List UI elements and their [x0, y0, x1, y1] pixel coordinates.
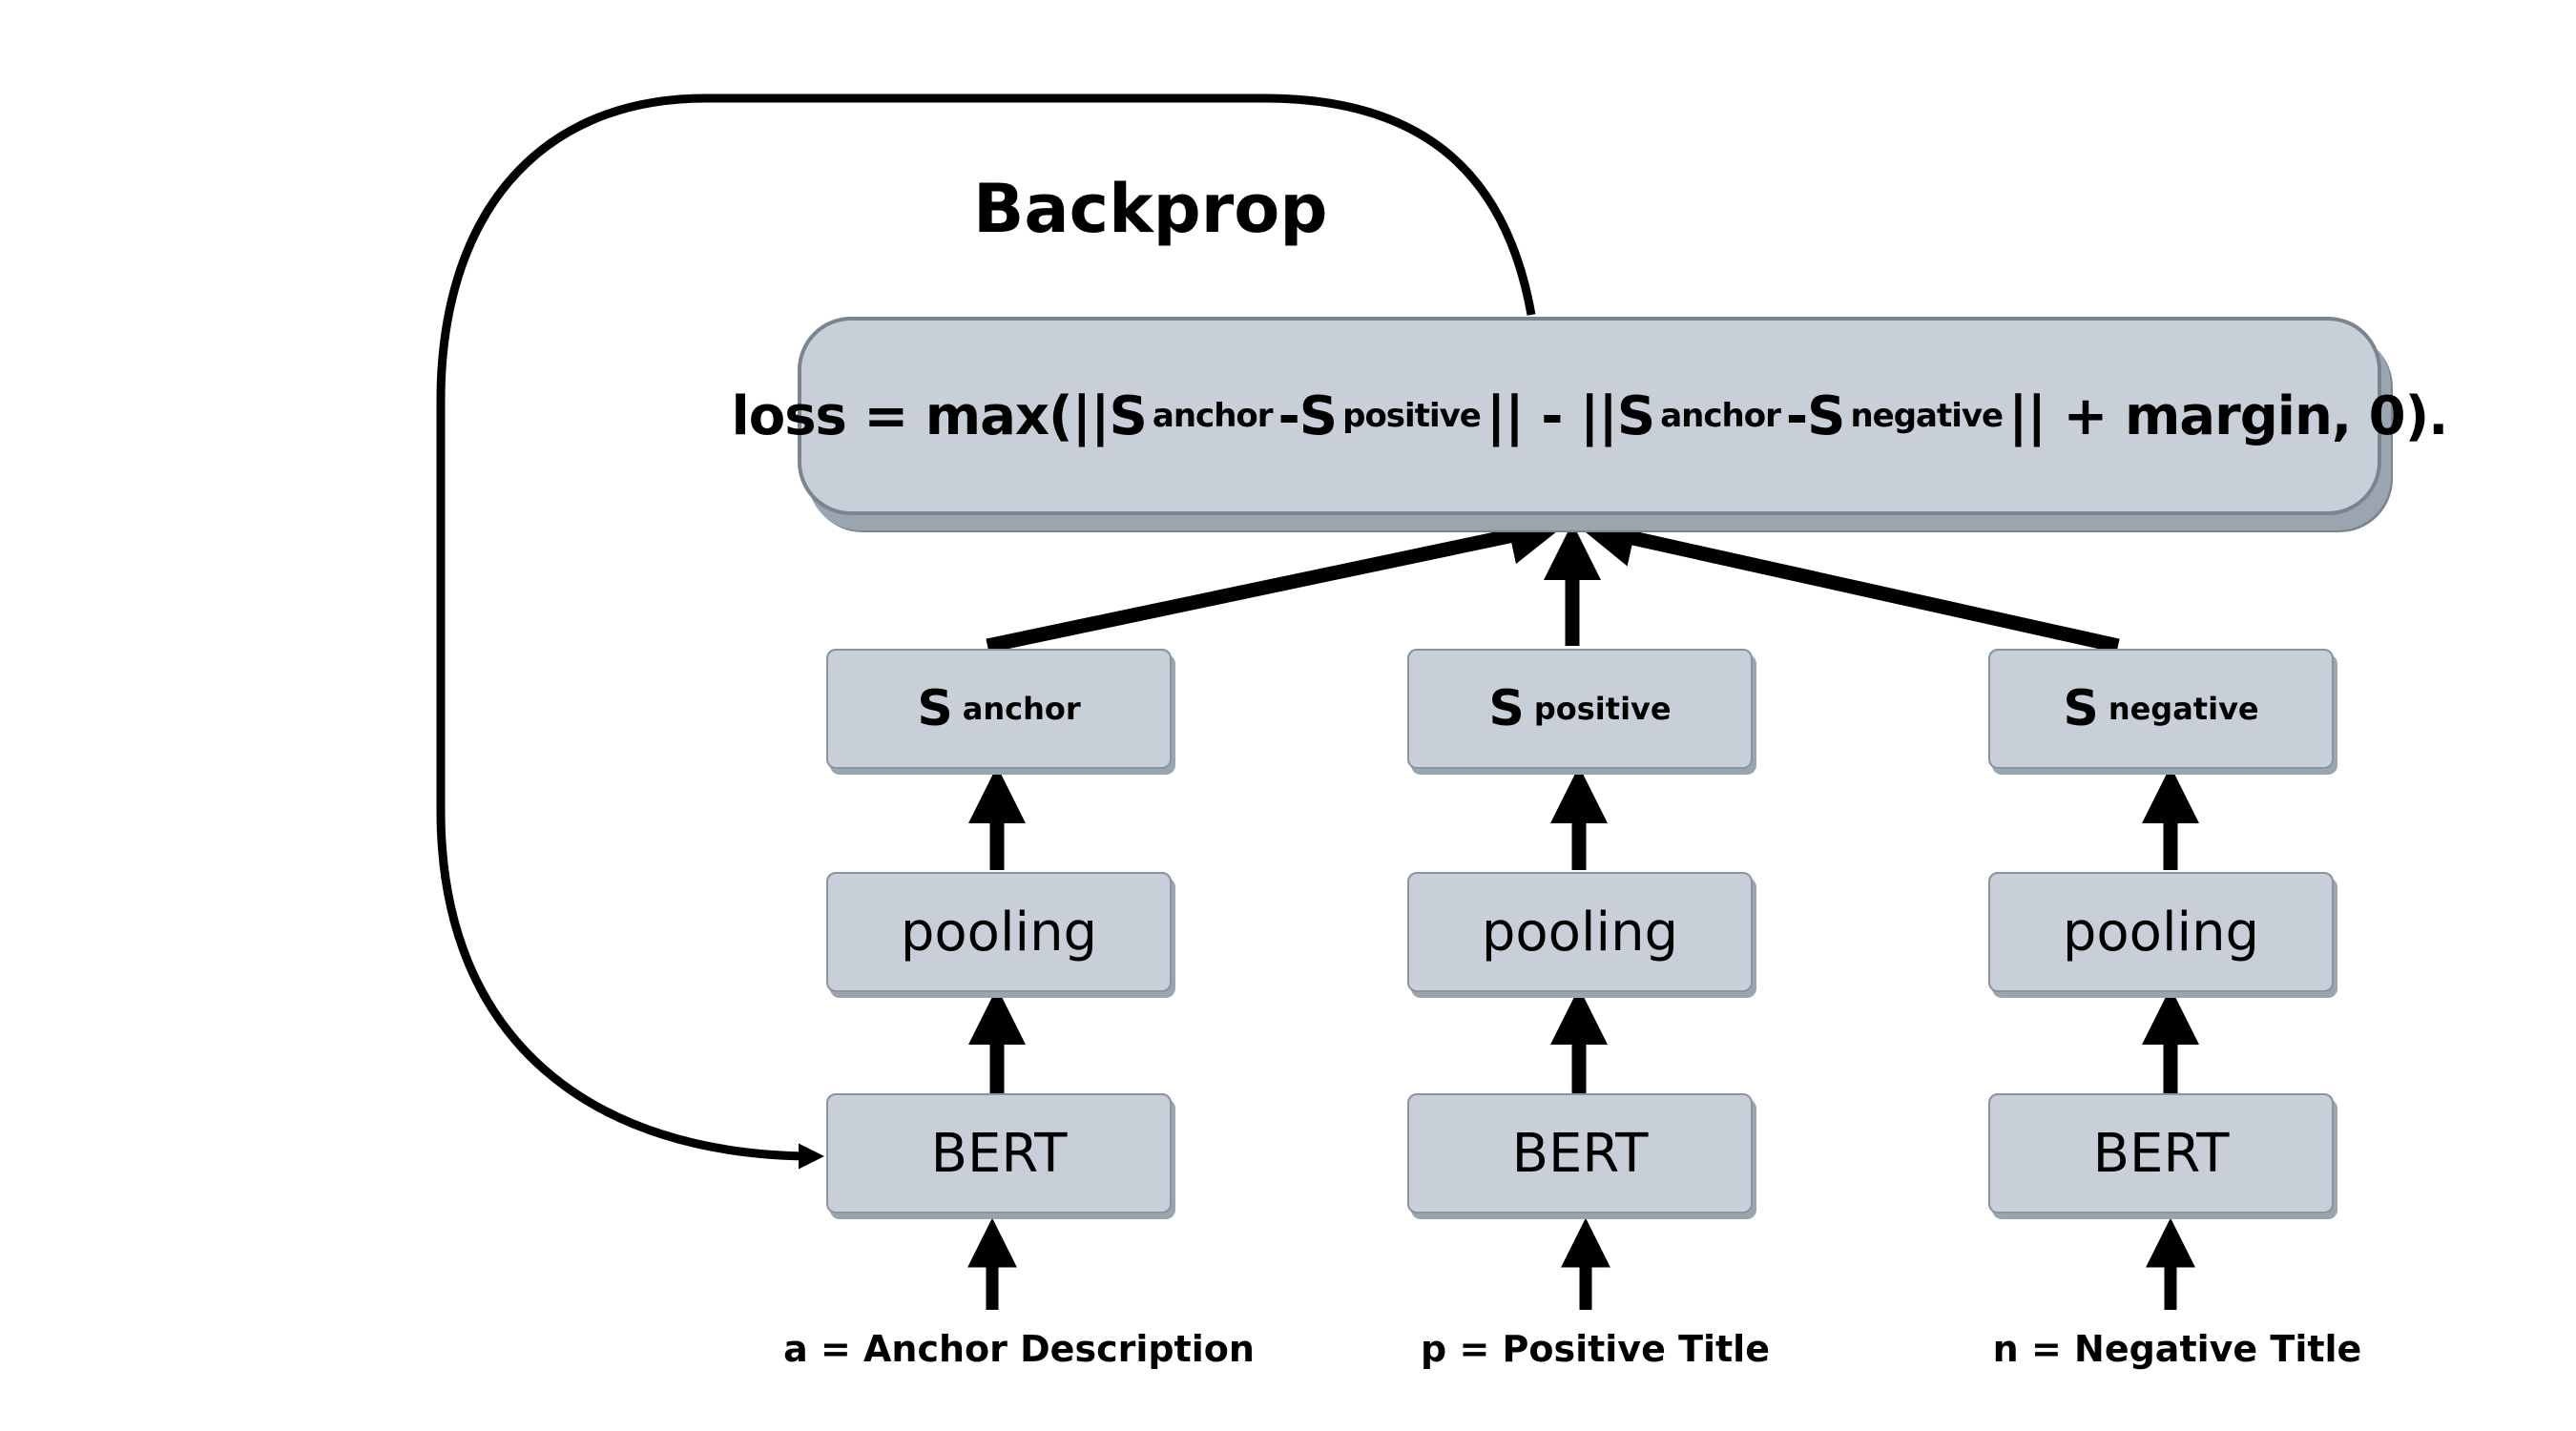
backprop-loop-arrow — [436, 93, 1536, 1170]
pooling-label: pooling — [900, 901, 1098, 964]
formula-part: || - ||S — [1485, 384, 1655, 447]
bert-label: BERT — [1511, 1122, 1649, 1185]
formula-sub: negative — [1850, 397, 2004, 435]
s-sub: negative — [2108, 691, 2259, 727]
s-sub: anchor — [962, 691, 1081, 727]
bert-label: BERT — [2092, 1122, 2230, 1185]
s-main: S — [2063, 680, 2099, 737]
formula-sub: anchor — [1660, 397, 1781, 435]
s-sub: positive — [1533, 691, 1672, 727]
formula-suffix: || + margin, 0). — [2008, 384, 2448, 447]
pooling-box-anchor: pooling — [826, 872, 1172, 992]
formula-part: -S — [1278, 384, 1339, 447]
bert-label: BERT — [930, 1122, 1068, 1185]
s-main: S — [1488, 680, 1525, 737]
negative-to-loss-arrow — [1577, 509, 2120, 653]
formula-prefix: loss = max(||S — [731, 384, 1148, 447]
bert-box-negative: BERT — [1988, 1093, 2334, 1213]
formula-part: -S — [1785, 384, 1846, 447]
bert-box-positive: BERT — [1407, 1093, 1753, 1213]
bert-box-anchor: BERT — [826, 1093, 1172, 1213]
input-label-anchor: a = Anchor Description — [783, 1328, 1255, 1370]
input-label-negative: n = Negative Title — [1992, 1328, 2362, 1370]
anchor-to-loss-arrow — [986, 508, 1567, 653]
pooling-label: pooling — [1481, 901, 1679, 964]
backprop-title: Backprop — [973, 170, 1328, 248]
formula-sub: anchor — [1152, 397, 1274, 435]
input-label-positive: p = Positive Title — [1421, 1328, 1770, 1370]
pooling-box-positive: pooling — [1407, 872, 1753, 992]
formula-sub: positive — [1342, 397, 1482, 435]
pooling-label: pooling — [2062, 901, 2260, 964]
pooling-box-negative: pooling — [1988, 872, 2334, 992]
s-main: S — [917, 680, 953, 737]
